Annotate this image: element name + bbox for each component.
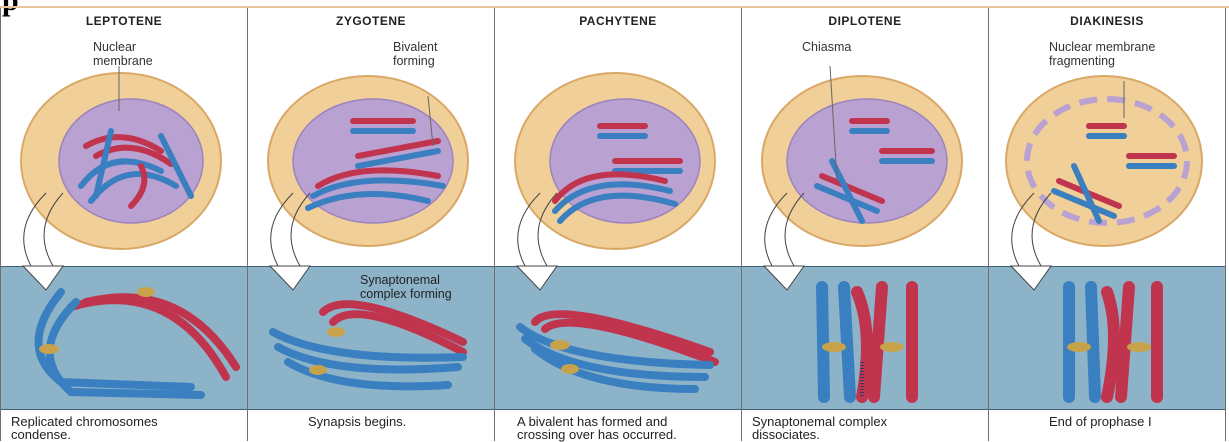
zoom-arrow bbox=[742, 8, 988, 441]
stage-caption: Replicated chromosomes condense. bbox=[11, 415, 158, 441]
stage-caption: Synaptonemal complex dissociates. bbox=[752, 415, 887, 441]
stage-zygotene: ZYGOTENE Bivalent forming S bbox=[247, 8, 494, 441]
zoom-arrow bbox=[1, 8, 247, 441]
stage-caption: End of prophase I bbox=[1049, 415, 1152, 428]
stage-leptotene: LEPTOTENE Nuclear membrane bbox=[0, 8, 247, 441]
stage-caption: A bivalent has formed and crossing over … bbox=[517, 415, 677, 441]
stage-pachytene: PACHYTENE A bivale bbox=[494, 8, 741, 441]
zoom-arrow bbox=[989, 8, 1225, 441]
stage-caption: Synapsis begins. bbox=[308, 415, 406, 428]
zoom-arrow bbox=[248, 8, 494, 441]
stage-diakinesis: DIAKINESIS Nuclear membrane fragmenting bbox=[988, 8, 1226, 441]
zoom-arrow bbox=[495, 8, 741, 441]
stage-diplotene: DIPLOTENE Chiasma bbox=[741, 8, 988, 441]
